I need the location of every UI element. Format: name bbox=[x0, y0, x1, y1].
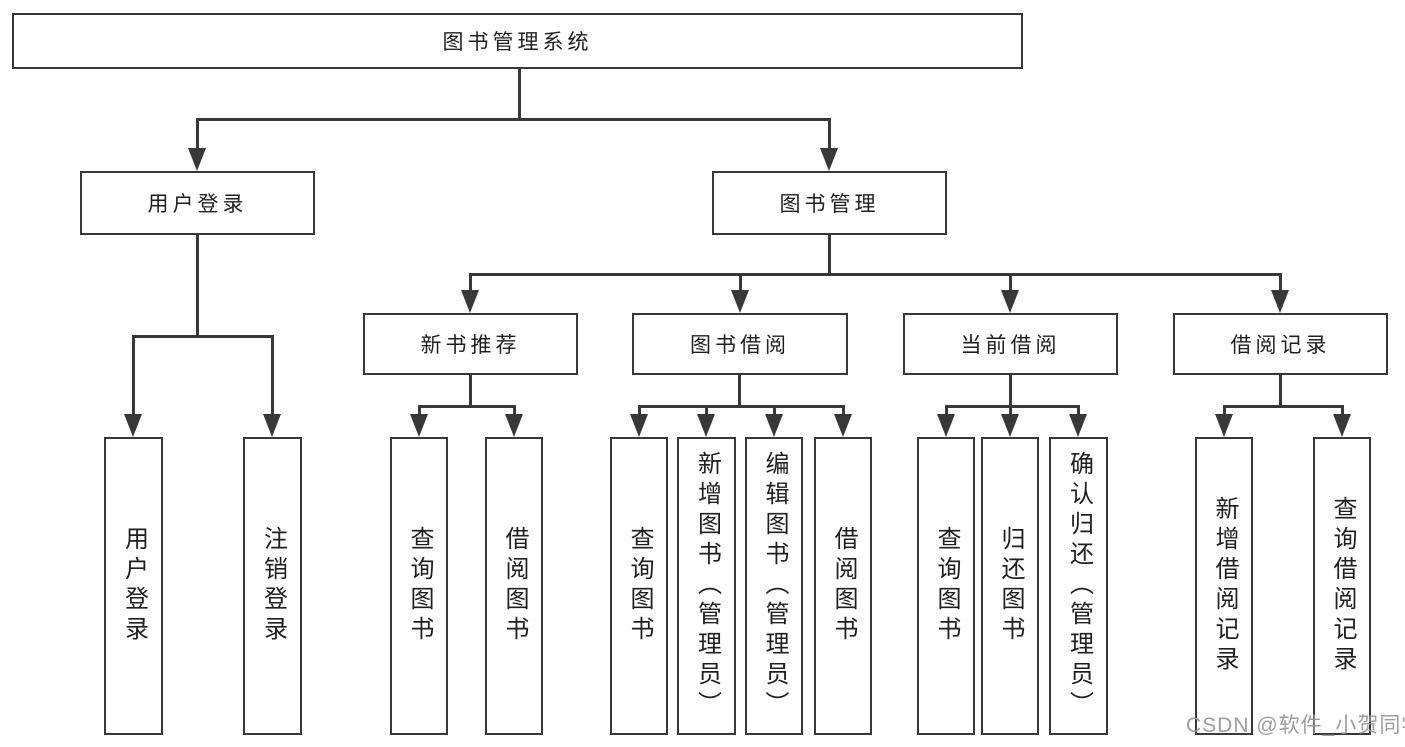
connector-line bbox=[1077, 405, 1080, 418]
leaf-borrow-book-recommend: 借阅图书 bbox=[485, 437, 543, 735]
connector-line bbox=[469, 375, 472, 407]
connector-line bbox=[132, 335, 274, 338]
connector-line bbox=[638, 405, 641, 418]
arrow-down-icon bbox=[505, 414, 523, 437]
connector-line bbox=[638, 405, 845, 408]
arrow-down-icon bbox=[263, 414, 281, 437]
connector-line bbox=[945, 405, 1080, 408]
arrow-down-icon bbox=[834, 414, 852, 437]
connector-line bbox=[513, 405, 516, 418]
node-label: 用户登录 bbox=[147, 193, 248, 216]
node-book-management: 图书管理 bbox=[712, 171, 947, 235]
leaf-query-borrow-record: 查询借阅记录 bbox=[1313, 437, 1371, 735]
arrow-down-icon bbox=[1069, 414, 1087, 437]
node-label: 借阅记录 bbox=[1230, 334, 1331, 357]
connector-line bbox=[1009, 375, 1012, 407]
leaf-query-book-recommend: 查询图书 bbox=[390, 437, 448, 735]
watermark: CSDN @软件_小贺同学 bbox=[1186, 714, 1405, 737]
arrow-down-icon bbox=[461, 290, 479, 313]
connector-line bbox=[828, 235, 831, 276]
node-current-borrow: 当前借阅 bbox=[903, 313, 1118, 375]
connector-line bbox=[271, 335, 274, 417]
node-user-login: 用户登录 bbox=[80, 171, 315, 235]
leaf-label: 用户登录 bbox=[120, 526, 148, 646]
leaf-label: 归还图书 bbox=[997, 526, 1024, 646]
connector-line bbox=[842, 405, 845, 418]
arrow-down-icon bbox=[1271, 290, 1289, 313]
leaf-label: 编辑图书（管理员） bbox=[761, 451, 788, 721]
leaf-label: 借阅图书 bbox=[501, 526, 528, 646]
leaf-label: 查询图书 bbox=[406, 526, 433, 646]
leaf-label: 新增图书（管理员） bbox=[693, 451, 721, 721]
leaf-label: 查询图书 bbox=[626, 526, 653, 646]
node-new-book-recommend: 新书推荐 bbox=[363, 313, 578, 375]
leaf-query-book-current: 查询图书 bbox=[917, 437, 975, 735]
arrow-down-icon bbox=[124, 414, 142, 437]
leaf-label: 确认归还（管理员） bbox=[1065, 451, 1093, 721]
leaf-borrow-book: 借阅图书 bbox=[814, 437, 872, 735]
arrow-down-icon bbox=[1001, 414, 1019, 437]
leaf-label: 借阅图书 bbox=[830, 526, 857, 646]
node-label: 图书借阅 bbox=[690, 334, 790, 357]
arrow-down-icon bbox=[765, 414, 783, 437]
leaf-query-book-borrow: 查询图书 bbox=[610, 437, 668, 735]
connector-line bbox=[1009, 273, 1012, 293]
arrow-down-icon bbox=[1001, 290, 1019, 313]
node-label: 图书管理 bbox=[779, 193, 880, 216]
node-label: 图书管理系统 bbox=[442, 31, 593, 54]
connector-line bbox=[418, 405, 421, 418]
leaf-logout: 注销登录 bbox=[243, 437, 302, 735]
node-library-system: 图书管理系统 bbox=[12, 13, 1023, 69]
connector-line bbox=[518, 69, 521, 120]
arrow-down-icon bbox=[731, 290, 749, 313]
connector-line bbox=[196, 118, 199, 151]
arrow-down-icon bbox=[1215, 414, 1233, 437]
connector-line bbox=[418, 405, 516, 408]
arrow-down-icon bbox=[1333, 414, 1351, 437]
node-borrow-record: 借阅记录 bbox=[1173, 313, 1388, 375]
node-label: 新书推荐 bbox=[420, 334, 521, 357]
connector-line bbox=[739, 273, 742, 293]
leaf-return-book: 归还图书 bbox=[981, 437, 1039, 735]
connector-line bbox=[773, 405, 776, 418]
connector-line bbox=[1279, 375, 1282, 407]
arrow-down-icon bbox=[630, 414, 648, 437]
connector-line bbox=[945, 405, 948, 418]
connector-line bbox=[196, 235, 199, 338]
node-label: 当前借阅 bbox=[960, 334, 1061, 357]
node-book-borrow: 图书借阅 bbox=[632, 313, 848, 375]
leaf-add-book-admin: 新增图书（管理员） bbox=[677, 437, 736, 735]
leaf-edit-book-admin: 编辑图书（管理员） bbox=[745, 437, 803, 735]
connector-line bbox=[1279, 273, 1282, 293]
connector-line bbox=[132, 335, 135, 417]
connector-line bbox=[828, 118, 831, 151]
arrow-down-icon bbox=[697, 414, 715, 437]
connector-line bbox=[1223, 405, 1344, 408]
arrow-down-icon bbox=[188, 148, 206, 171]
leaf-label: 注销登录 bbox=[259, 526, 287, 646]
leaf-label: 查询图书 bbox=[933, 526, 960, 646]
leaf-user-login: 用户登录 bbox=[104, 437, 163, 735]
leaf-confirm-return-admin: 确认归还（管理员） bbox=[1049, 437, 1108, 735]
connector-line bbox=[738, 375, 741, 407]
connector-line bbox=[1341, 405, 1344, 418]
leaf-add-borrow-record: 新增借阅记录 bbox=[1195, 437, 1253, 735]
arrow-down-icon bbox=[820, 148, 838, 171]
connector-line bbox=[705, 405, 708, 418]
connector-line bbox=[1223, 405, 1226, 418]
arrow-down-icon bbox=[937, 414, 955, 437]
arrow-down-icon bbox=[410, 414, 428, 437]
connector-line bbox=[469, 273, 1282, 276]
connector-line bbox=[1009, 405, 1012, 418]
leaf-label: 查询借阅记录 bbox=[1329, 496, 1356, 676]
connector-line bbox=[196, 118, 831, 121]
connector-line bbox=[469, 273, 472, 293]
leaf-label: 新增借阅记录 bbox=[1211, 496, 1238, 676]
